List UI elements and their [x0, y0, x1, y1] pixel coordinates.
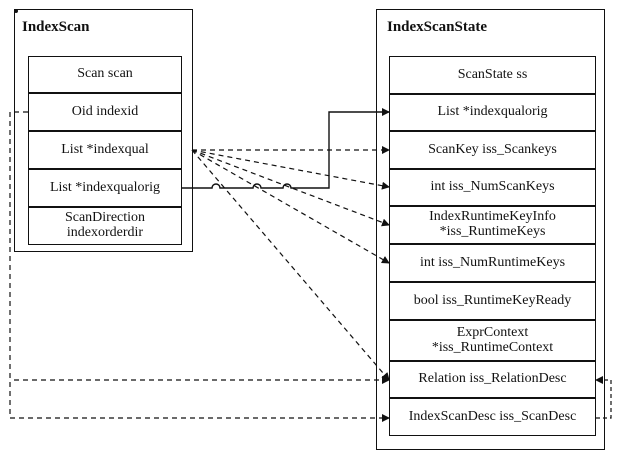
indexscan-field-scan-label: Scan scan	[77, 66, 133, 82]
dashed-link-scandesc-relationdesc	[595, 376, 612, 419]
indexscanstate-field-runtimecontext-label: ExprContext *iss_RuntimeContext	[431, 324, 554, 355]
indexscan-field-indexid-label: Oid indexid	[71, 103, 139, 119]
dashed-link-indexqual-numruntimekeys	[191, 149, 390, 264]
indexscan-field-indexid: Oid indexid	[28, 93, 182, 131]
indexscanstate-field-ss: ScanState ss	[389, 56, 596, 94]
indexscan-field-scan: Scan scan	[28, 56, 182, 93]
dashed-link-indexqual-relationdesc	[191, 149, 390, 381]
indexscanstate-field-runtimekeyready-label: bool iss_RuntimeKeyReady	[413, 292, 572, 308]
indexscanstate-field-scandesc: IndexScanDesc iss_ScanDesc	[389, 398, 596, 436]
corner-dot	[14, 9, 18, 13]
indexscanstate-field-runtimekeys-line1: IndexRuntimeKeyInfo	[429, 209, 556, 225]
indexscanstate-field-ss-label: ScanState ss	[457, 66, 528, 82]
indexscanstate-field-runtimekeys-line2: *iss_RuntimeKeys	[439, 224, 546, 239]
indexscanstate-field-relationdesc: Relation iss_RelationDesc	[389, 361, 596, 398]
indexscanstate-field-runtimecontext: ExprContext *iss_RuntimeContext	[389, 320, 596, 361]
indexscan-field-indexorderdir: ScanDirection indexorderdir	[28, 207, 182, 245]
indexscanstate-field-numruntimekeys-label: int iss_NumRuntimeKeys	[419, 254, 566, 270]
indexscan-field-indexqualorig-label: List *indexqualorig	[49, 179, 161, 195]
indexscan-field-indexorderdir-line2: indexorderdir	[66, 225, 144, 240]
dashed-link-indexqual-numscankeys	[191, 149, 390, 190]
dashed-link-indexid-scandesc	[9, 111, 390, 422]
indexscanstate-field-numscankeys: int iss_NumScanKeys	[389, 169, 596, 206]
indexscanstate-title: IndexScanState	[387, 19, 488, 35]
indexscan-field-indexqualorig: List *indexqualorig	[28, 169, 182, 207]
indexscanstate-field-numscankeys-label: int iss_NumScanKeys	[430, 179, 555, 195]
indexscanstate-field-runtimecontext-line2: *iss_RuntimeContext	[431, 339, 554, 355]
indexscanstate-field-scandesc-label: IndexScanDesc iss_ScanDesc	[408, 408, 577, 424]
indexscanstate-field-runtimekeys-label: IndexRuntimeKeyInfo *iss_RuntimeKeys	[429, 210, 556, 239]
indexscan-field-indexorderdir-line1: ScanDirection	[64, 210, 146, 226]
indexscan-field-indexqual: List *indexqual	[28, 131, 182, 169]
indexscanstate-field-runtimekeys: IndexRuntimeKeyInfo *iss_RuntimeKeys	[389, 206, 596, 244]
indexscanstate-field-runtimecontext-line1: ExprContext	[456, 324, 529, 340]
indexscanstate-field-scankeys: ScanKey iss_Scankeys	[389, 131, 596, 169]
indexscanstate-field-runtimekeyready: bool iss_RuntimeKeyReady	[389, 282, 596, 320]
solid-link-indexqualorig	[182, 108, 390, 189]
indexqual-fanout	[191, 146, 390, 381]
dashed-link-indexqual-runtimekeys	[191, 149, 390, 227]
indexscan-title: IndexScan	[22, 19, 90, 35]
indexscanstate-field-indexqualorig-label: List *indexqualorig	[437, 104, 548, 120]
indexscanstate-field-relationdesc-label: Relation iss_RelationDesc	[418, 371, 567, 387]
indexscanstate-field-indexqualorig: List *indexqualorig	[389, 94, 596, 131]
indexscan-field-indexqual-label: List *indexqual	[61, 141, 149, 157]
indexscanstate-field-scankeys-label: ScanKey iss_Scankeys	[428, 141, 557, 157]
indexscanstate-field-numruntimekeys: int iss_NumRuntimeKeys	[389, 244, 596, 282]
indexscan-field-indexorderdir-label: ScanDirection indexorderdir	[65, 211, 145, 240]
